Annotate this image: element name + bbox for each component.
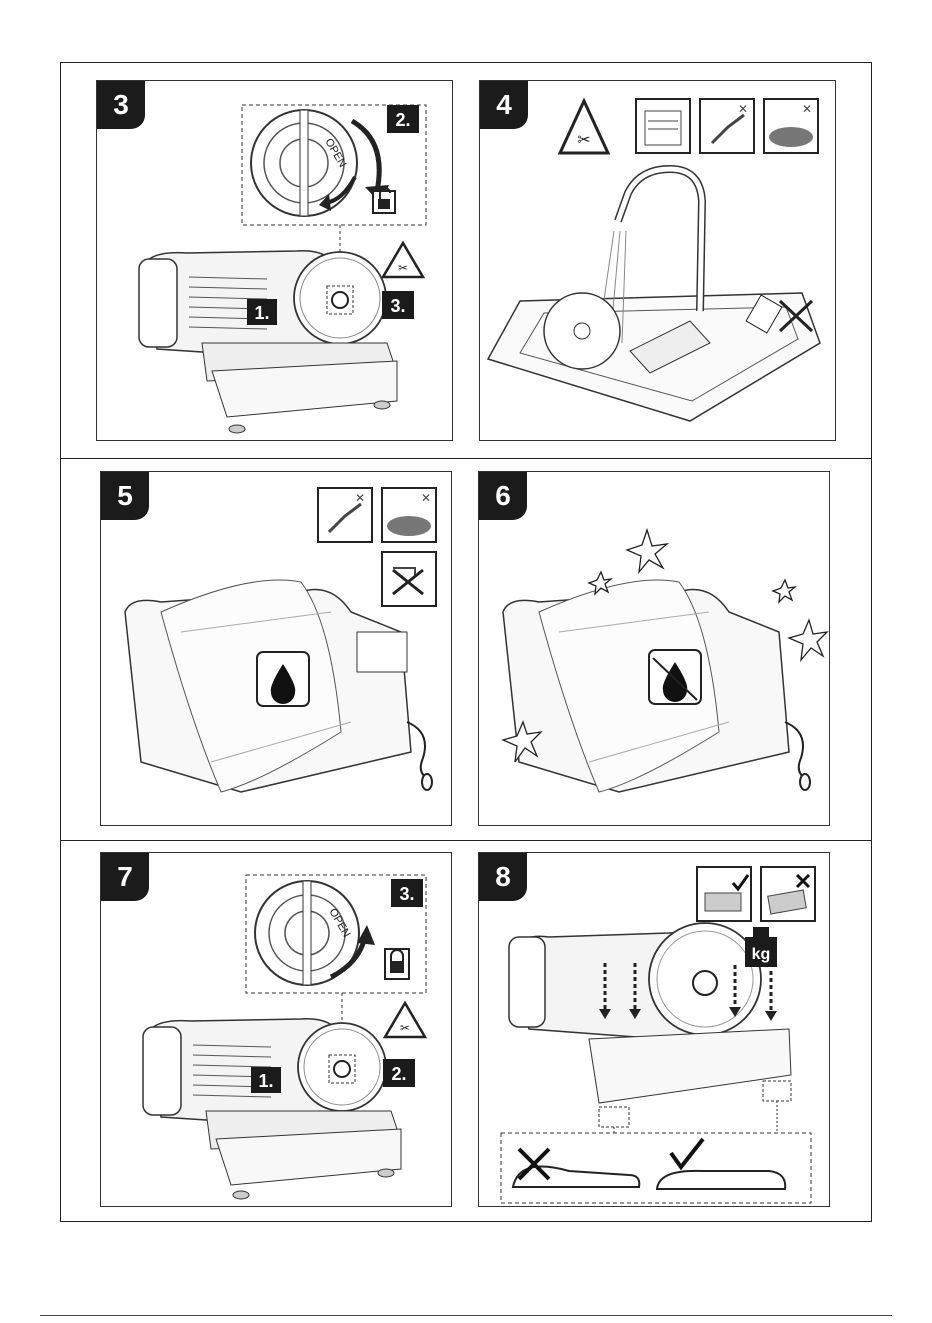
step-number-badge: 4 [480,81,528,129]
unlock-icon [373,188,395,213]
page-footer-rule [40,1315,892,1316]
svg-text:✕: ✕ [738,102,748,116]
svg-text:✂: ✂ [577,132,590,149]
panel-step-4: ✂ ✕ ✕ 4 [479,80,836,441]
step-number-badge: 3 [97,81,145,129]
weight-icon: kg [745,927,777,967]
step-number-badge: 8 [479,853,527,901]
step-1-label: 1. [254,303,269,323]
panel-step-3: ✂ 1. 2. 3. OPEN 3 [96,80,453,441]
step-3-label: 3. [399,884,414,904]
foot-wrong-icon [513,1149,639,1187]
blade-warning-icon: ✂ [383,243,423,277]
panel-step-7: 3. OPEN ✂ 1. 2. 7 [100,852,452,1207]
svg-text:✂: ✂ [398,261,408,275]
placement-correct-icon [697,867,751,921]
blade-warning-icon: ✂ [560,101,608,153]
slicer-blade-reassembly-illustration: 3. OPEN ✂ 1. 2. [101,853,452,1207]
no-scraper-icon: ✕ [700,99,754,153]
placement-wrong-icon [761,867,815,921]
step-1-label: 1. [258,1071,273,1091]
step-number-badge: 6 [479,472,527,520]
no-scraper-icon: ✕ [318,488,372,542]
blade-warning-icon: ✂ [385,1003,425,1037]
panel-step-5: ✕ ✕ 5 [100,471,452,826]
step-2-label: 2. [391,1064,406,1084]
washing-blade-illustration: ✂ ✕ ✕ [480,81,836,441]
svg-text:✕: ✕ [802,102,812,116]
panel-step-8: kg 8 [478,852,830,1207]
no-dishwasher-icon [636,99,690,153]
svg-text:✕: ✕ [421,491,431,505]
row-divider [60,458,872,459]
foot-correct-icon [657,1139,785,1189]
panel-step-6: 6 [478,471,830,826]
stable-placement-illustration: kg [479,853,830,1207]
do-not-use-wet-cloth-illustration [479,472,830,826]
wiping-with-damp-cloth-illustration: ✕ ✕ [101,472,452,826]
no-scouring-pad-icon: ✕ [382,488,436,542]
step-3-label: 3. [390,296,405,316]
row-divider [60,840,872,841]
drop-icon [257,652,309,706]
no-running-water-icon [382,552,436,606]
lock-icon [385,949,409,979]
weight-label: kg [752,946,771,963]
no-scouring-pad-icon: ✕ [764,99,818,153]
slicer-blade-removal-illustration: ✂ 1. 2. 3. OPEN [97,81,453,441]
step-number-badge: 5 [101,472,149,520]
svg-text:✂: ✂ [400,1021,410,1035]
step-2-label: 2. [395,110,410,130]
step-number-badge: 7 [101,853,149,901]
svg-text:✕: ✕ [355,491,365,505]
no-drop-icon [649,650,701,704]
